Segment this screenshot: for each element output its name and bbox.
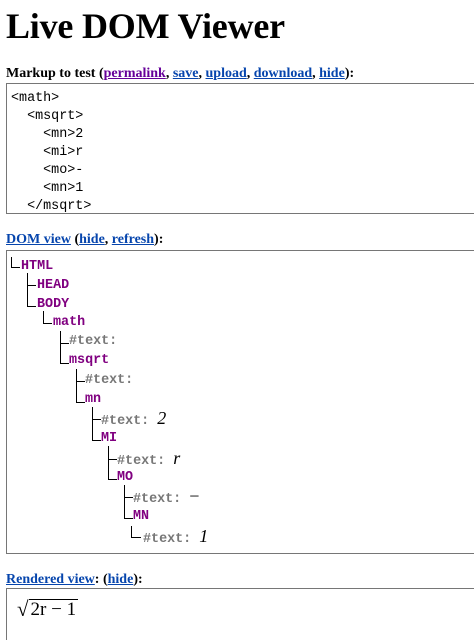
tree-connector bbox=[60, 331, 61, 364]
text-node-value: − bbox=[189, 486, 200, 506]
tree-connector bbox=[27, 285, 36, 286]
tree-node-mo: MO bbox=[117, 470, 134, 485]
tree-node-text-2: #text: 2 bbox=[101, 408, 167, 430]
tree-connector bbox=[60, 343, 69, 344]
tree-node-text-r: #text: r bbox=[117, 448, 181, 470]
dom-view-label: DOM view (hide, refresh): bbox=[6, 232, 164, 247]
markup-input[interactable] bbox=[6, 83, 474, 214]
tree-connector bbox=[76, 402, 85, 403]
tree-connector bbox=[27, 306, 36, 307]
text-node-label: #text: bbox=[133, 492, 182, 507]
tree-connector bbox=[92, 407, 93, 441]
markup-section-label: Markup to test (permalink, save, upload,… bbox=[6, 66, 355, 81]
rendered-math: √2r − 1 bbox=[17, 597, 79, 622]
rendered-view-label: Rendered view: (hide): bbox=[6, 572, 143, 587]
radicand: 2r − 1 bbox=[28, 599, 79, 620]
save-link[interactable]: save bbox=[172, 66, 199, 81]
tree-connector bbox=[43, 311, 44, 324]
text-node-label: #text: bbox=[117, 454, 166, 469]
tree-node-text: #text: bbox=[69, 334, 118, 349]
square-root-icon: √ bbox=[17, 597, 29, 621]
tree-node-body: BODY bbox=[37, 297, 70, 312]
tree-connector bbox=[124, 518, 133, 519]
tree-connector bbox=[131, 526, 132, 538]
tree-connector bbox=[76, 369, 77, 403]
text-node-value: 2 bbox=[157, 408, 167, 428]
tree-connector bbox=[60, 363, 69, 364]
tree-node-head: HEAD bbox=[37, 278, 70, 293]
tree-connector bbox=[92, 440, 101, 441]
refresh-dom-link[interactable]: refresh bbox=[111, 232, 155, 247]
tree-connector bbox=[76, 381, 85, 382]
tree-connector bbox=[108, 479, 117, 480]
tree-connector bbox=[43, 323, 52, 324]
tree-node-text-minus: #text: − bbox=[133, 486, 200, 508]
tree-node-html: HTML bbox=[21, 259, 54, 274]
tree-connector bbox=[27, 273, 28, 307]
text-node-value: 1 bbox=[199, 526, 209, 546]
hide-dom-link[interactable]: hide bbox=[79, 232, 105, 247]
tree-node-mn: MN bbox=[133, 509, 150, 524]
hide-markup-link[interactable]: hide bbox=[319, 66, 345, 81]
tree-node-msqrt: msqrt bbox=[69, 353, 110, 368]
tree-node-text: #text: bbox=[85, 373, 134, 388]
rendered-view: √2r − 1 bbox=[6, 588, 474, 640]
text-node-label: #text: bbox=[101, 414, 150, 429]
text-node-label: #text: bbox=[143, 532, 192, 547]
tree-node-mi: MI bbox=[101, 431, 118, 446]
tree-connector bbox=[131, 537, 141, 538]
rendered-view-link[interactable]: Rendered view bbox=[6, 572, 95, 587]
tree-node-mn: mn bbox=[85, 392, 102, 407]
dom-tree-view: HTML HEAD BODY math #text: msqrt #text: … bbox=[6, 250, 474, 554]
tree-connector bbox=[108, 459, 117, 460]
tree-connector bbox=[11, 257, 12, 268]
markup-label-text: Markup to test bbox=[6, 66, 96, 81]
download-link[interactable]: download bbox=[253, 66, 313, 81]
tree-connector bbox=[92, 419, 101, 420]
permalink-link[interactable]: permalink bbox=[103, 66, 166, 81]
tree-connector bbox=[11, 267, 20, 268]
tree-connector bbox=[124, 485, 125, 519]
tree-connector bbox=[108, 446, 109, 480]
page-title: Live DOM Viewer bbox=[6, 6, 285, 46]
dom-view-link[interactable]: DOM view bbox=[6, 232, 71, 247]
hide-rendered-link[interactable]: hide bbox=[107, 572, 134, 587]
tree-node-text-1: #text: 1 bbox=[143, 526, 209, 548]
tree-connector bbox=[124, 497, 133, 498]
text-node-value: r bbox=[173, 448, 181, 468]
tree-node-math: math bbox=[53, 315, 86, 330]
upload-link[interactable]: upload bbox=[205, 66, 247, 81]
